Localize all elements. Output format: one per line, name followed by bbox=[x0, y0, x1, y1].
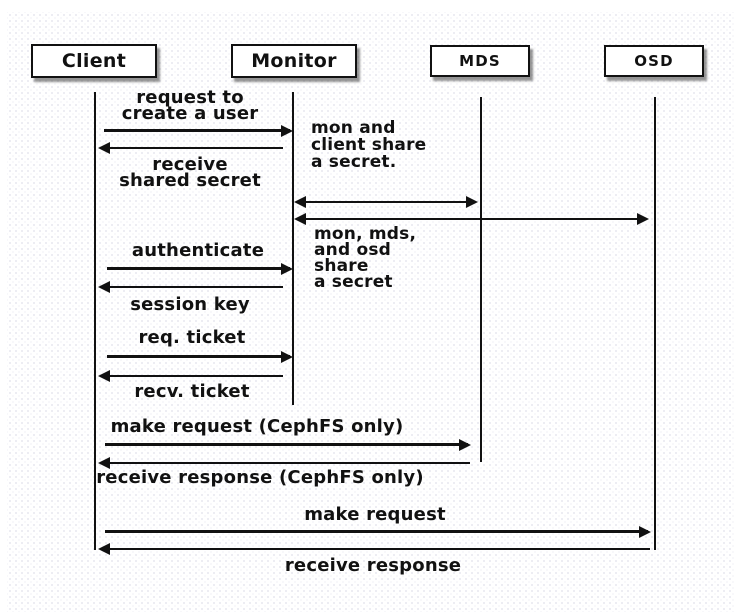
message-label-req-ticket: req. ticket bbox=[138, 327, 246, 348]
note-mon-client-secret: mon and client share a secret. bbox=[311, 118, 427, 172]
arrowhead-right-icon bbox=[466, 196, 478, 208]
message-label-receive-response: receive response bbox=[284, 555, 462, 576]
arrow-shaft bbox=[104, 129, 290, 132]
arrow-authenticate bbox=[107, 263, 293, 275]
arrow-shaft bbox=[109, 462, 470, 464]
arrow-shaft bbox=[105, 443, 468, 446]
arrow-request-create-user bbox=[104, 125, 293, 137]
arrowhead-left-icon bbox=[98, 543, 110, 555]
arrowhead-left-icon bbox=[294, 213, 306, 225]
message-label-receive-response-cephfs: receive response (CephFS only) bbox=[96, 467, 424, 488]
note-mon-mds-osd-secret: mon, mds, and osd share a secret bbox=[314, 224, 417, 292]
arrowhead-left-icon bbox=[98, 457, 110, 469]
arrow-shaft bbox=[109, 375, 283, 377]
arrow-shaft bbox=[109, 286, 283, 288]
arrow-shaft bbox=[105, 530, 648, 533]
arrow-shaft bbox=[107, 267, 290, 270]
participant-label-client: Client bbox=[61, 50, 127, 72]
lifeline-monitor bbox=[292, 92, 294, 405]
lifeline-mds bbox=[480, 97, 482, 462]
arrow-req-ticket bbox=[107, 351, 293, 363]
arrow-receive-shared-secret bbox=[98, 142, 283, 154]
arrowhead-left-icon bbox=[98, 370, 110, 382]
arrow-shaft bbox=[109, 548, 650, 550]
message-label-make-request: make request bbox=[304, 504, 446, 525]
arrow-shaft bbox=[109, 147, 283, 149]
arrow-make-request-cephfs bbox=[105, 439, 471, 451]
participant-box-mds: MDS bbox=[430, 45, 530, 77]
arrow-shaft bbox=[305, 201, 467, 203]
arrow-make-request bbox=[105, 526, 651, 538]
message-label-authenticate: authenticate bbox=[131, 240, 265, 261]
arrow-shaft bbox=[107, 355, 290, 358]
arrowhead-right-icon bbox=[639, 526, 651, 538]
arrow-recv-ticket bbox=[98, 370, 283, 382]
arrowhead-left-icon bbox=[98, 142, 110, 154]
participant-box-client: Client bbox=[31, 44, 157, 78]
arrow-session-key bbox=[98, 281, 283, 293]
participant-label-mds: MDS bbox=[459, 52, 501, 70]
arrowhead-right-icon bbox=[637, 213, 649, 225]
message-label-recv-ticket: recv. ticket bbox=[134, 381, 250, 402]
participant-label-osd: OSD bbox=[634, 52, 674, 70]
message-label-request-create-user: request to create a user bbox=[121, 87, 259, 124]
lifeline-client bbox=[94, 92, 96, 550]
lifeline-osd bbox=[654, 97, 656, 550]
participant-label-monitor: Monitor bbox=[251, 50, 337, 72]
participant-box-osd: OSD bbox=[604, 45, 704, 77]
message-label-receive-shared-secret: receive shared secret bbox=[119, 154, 261, 191]
arrow-receive-response-cephfs bbox=[98, 457, 470, 469]
participant-box-monitor: Monitor bbox=[231, 44, 357, 78]
arrow-monitor-osd-exchange bbox=[294, 213, 649, 225]
arrowhead-left-icon bbox=[98, 281, 110, 293]
arrow-monitor-mds-exchange bbox=[294, 196, 478, 208]
arrowhead-left-icon bbox=[294, 196, 306, 208]
message-label-session-key: session key bbox=[130, 294, 250, 315]
dotted-background bbox=[7, 12, 735, 612]
arrowhead-right-icon bbox=[281, 351, 293, 363]
arrowhead-right-icon bbox=[281, 125, 293, 137]
arrowhead-right-icon bbox=[459, 439, 471, 451]
arrowhead-right-icon bbox=[281, 263, 293, 275]
arrow-shaft bbox=[305, 218, 638, 220]
message-label-make-request-cephfs: make request (CephFS only) bbox=[110, 416, 404, 437]
arrow-receive-response bbox=[98, 543, 650, 555]
